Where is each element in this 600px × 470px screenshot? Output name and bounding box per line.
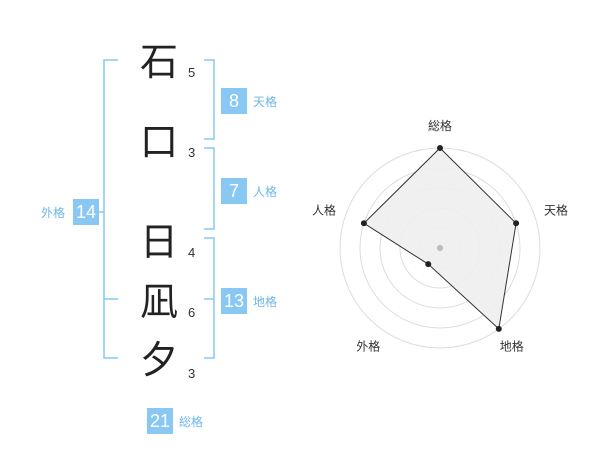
radar-point-1 — [437, 145, 443, 151]
name-char-5: 夕 — [139, 338, 178, 382]
radar-axis-label-2: 天格 — [544, 202, 568, 217]
tenkaku-bracket — [204, 59, 215, 140]
name-char-1: 石 — [139, 40, 178, 84]
stroke-count-1: 5 — [188, 65, 196, 80]
radar-axis-label-5: 人格 — [312, 202, 336, 217]
radar-point-4 — [425, 261, 432, 268]
tenkaku-label: 天格 — [253, 95, 278, 109]
jinkaku-label: 人格 — [253, 185, 278, 199]
chikaku-bracket — [204, 237, 215, 359]
soukaku-label: 総格 — [179, 415, 204, 429]
radar-point-5 — [360, 220, 367, 227]
stroke-count-5: 3 — [188, 366, 196, 381]
soukaku-value: 21 — [147, 408, 173, 434]
gaikaku-value: 14 — [73, 199, 99, 225]
gaikaku-bracket — [103, 59, 118, 359]
radar-polygon — [363, 147, 517, 330]
name-char-2: 口 — [139, 120, 178, 164]
jinkaku-value: 7 — [221, 178, 247, 204]
radar-axis-label-3: 地格 — [500, 339, 524, 354]
chikaku-value: 13 — [221, 288, 247, 314]
radar-point-2 — [513, 220, 520, 227]
jinkaku-bracket — [204, 147, 215, 230]
tenkaku-value: 8 — [221, 88, 247, 114]
stroke-count-3: 4 — [188, 245, 196, 260]
radar-axis-label-4: 外格 — [356, 339, 380, 354]
gaikaku-label: 外格 — [41, 206, 66, 220]
stroke-count-2: 3 — [188, 145, 196, 160]
radar-axis-label-1: 総格 — [428, 118, 452, 133]
stroke-count-4: 6 — [188, 305, 196, 320]
radar-point-3 — [495, 325, 502, 332]
name-char-4: 凪 — [139, 280, 178, 324]
chikaku-label: 地格 — [253, 295, 278, 309]
radar-center — [437, 245, 443, 251]
name-char-3: 日 — [139, 220, 178, 264]
